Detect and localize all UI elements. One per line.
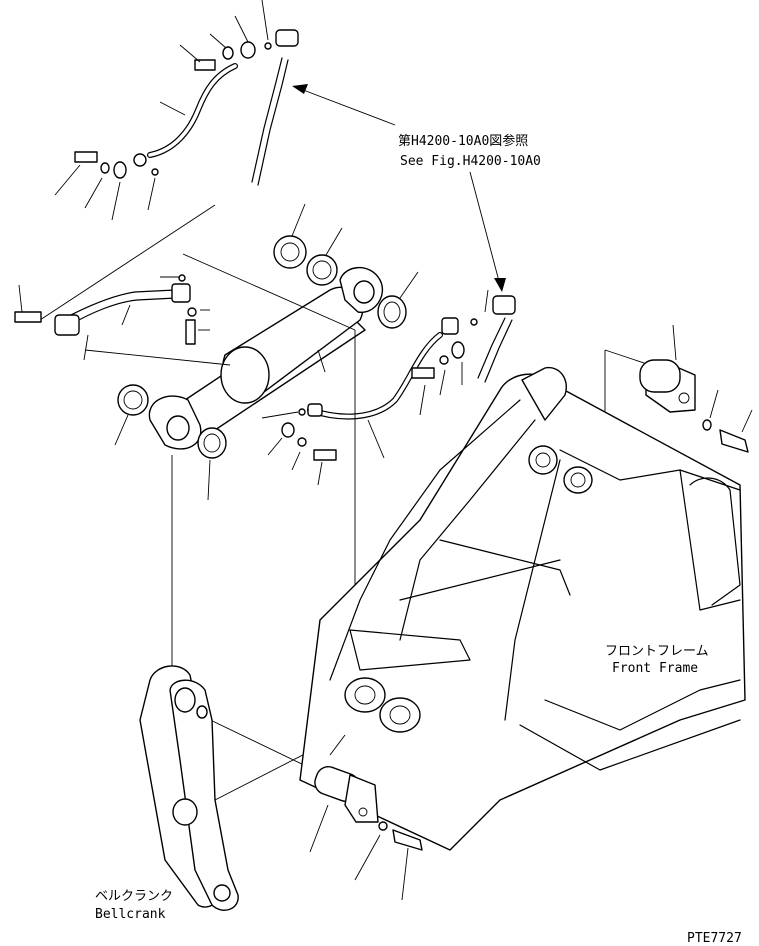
bolt (392, 829, 423, 851)
front-frame: フロントフレーム Front Frame (299, 366, 746, 851)
o-ring (470, 318, 478, 326)
clamp (281, 422, 295, 438)
washer (100, 162, 110, 174)
bolt (185, 319, 196, 345)
rod-eye-bore (166, 415, 190, 441)
cylinder-mount-boss (379, 697, 421, 733)
seal-ring (306, 254, 338, 286)
bolt (411, 367, 435, 379)
bellcrank-top-bore (196, 705, 208, 719)
hose-elbow-fitting (492, 295, 516, 315)
tube-elbow-fitting (171, 283, 191, 303)
bottom-eye-bore (353, 280, 375, 304)
bellcrank-plate-front (169, 679, 239, 911)
rod-eye-seal (117, 384, 149, 416)
reference-arrow-line-2 (469, 171, 501, 286)
bellcrank-label-en: Bellcrank (95, 907, 166, 922)
right-hose-assembly (261, 289, 516, 486)
reference-arrow-head (292, 84, 308, 94)
bolt (14, 311, 42, 323)
rod-eye-seal (197, 427, 227, 459)
o-ring (178, 274, 186, 282)
hose-elbow-fitting (275, 29, 299, 47)
reference-arrow-line (297, 87, 396, 126)
bolt (74, 151, 98, 163)
bolt (313, 449, 337, 461)
reference-note-en: See Fig.H4200-10A0 (400, 154, 541, 169)
washer (439, 355, 449, 365)
upper-pin-assembly (639, 324, 753, 453)
hydraulic-cylinder (114, 266, 384, 501)
cylinder-mount-boss (344, 677, 386, 713)
hose-fitting (441, 317, 459, 335)
seal-ring (377, 295, 407, 329)
bellcrank-label-jp: ベルクランク (95, 889, 173, 904)
front-frame-label-jp: フロントフレーム (605, 644, 709, 659)
washer (187, 307, 197, 317)
washer (222, 46, 234, 60)
frame-top-boss (521, 366, 567, 421)
o-ring (151, 168, 159, 176)
washer (297, 437, 307, 447)
tube-elbow-fitting (54, 314, 80, 336)
left-tube-assembly (14, 253, 356, 366)
clamp (113, 161, 127, 179)
clamp (451, 341, 465, 359)
reference-arrow-head-2 (494, 278, 506, 292)
head-seals (273, 203, 419, 329)
front-frame-label-en: Front Frame (612, 661, 698, 676)
washer (702, 419, 712, 431)
hose-fitting (307, 403, 323, 417)
reference-note-jp: 第H4200-10A0図参照 (398, 133, 528, 149)
bolt (194, 59, 216, 71)
bellcrank-mount-boss (528, 445, 558, 475)
bellcrank: ベルクランク Bellcrank (95, 665, 239, 922)
pin-plate (344, 774, 379, 823)
drawing-code: PTE7727 (687, 931, 742, 946)
bellcrank-center-bore (172, 798, 198, 826)
cylinder-head (220, 346, 270, 404)
dust-seal (273, 235, 307, 269)
o-ring (264, 42, 272, 50)
bellcrank-top-bore (174, 687, 196, 713)
clamp (240, 41, 256, 59)
upper-hose-assembly (39, 0, 299, 321)
bellcrank-mount-boss (563, 466, 593, 494)
reference-note: 第H4200-10A0図参照 See Fig.H4200-10A0 (292, 84, 541, 292)
bolt (719, 429, 749, 453)
washer (378, 821, 388, 831)
hose-clamp-fitting (133, 153, 147, 167)
bellcrank-bottom-bore (213, 884, 231, 902)
pin (639, 359, 681, 393)
lower-pin-assembly (309, 734, 423, 901)
o-ring (298, 408, 306, 416)
